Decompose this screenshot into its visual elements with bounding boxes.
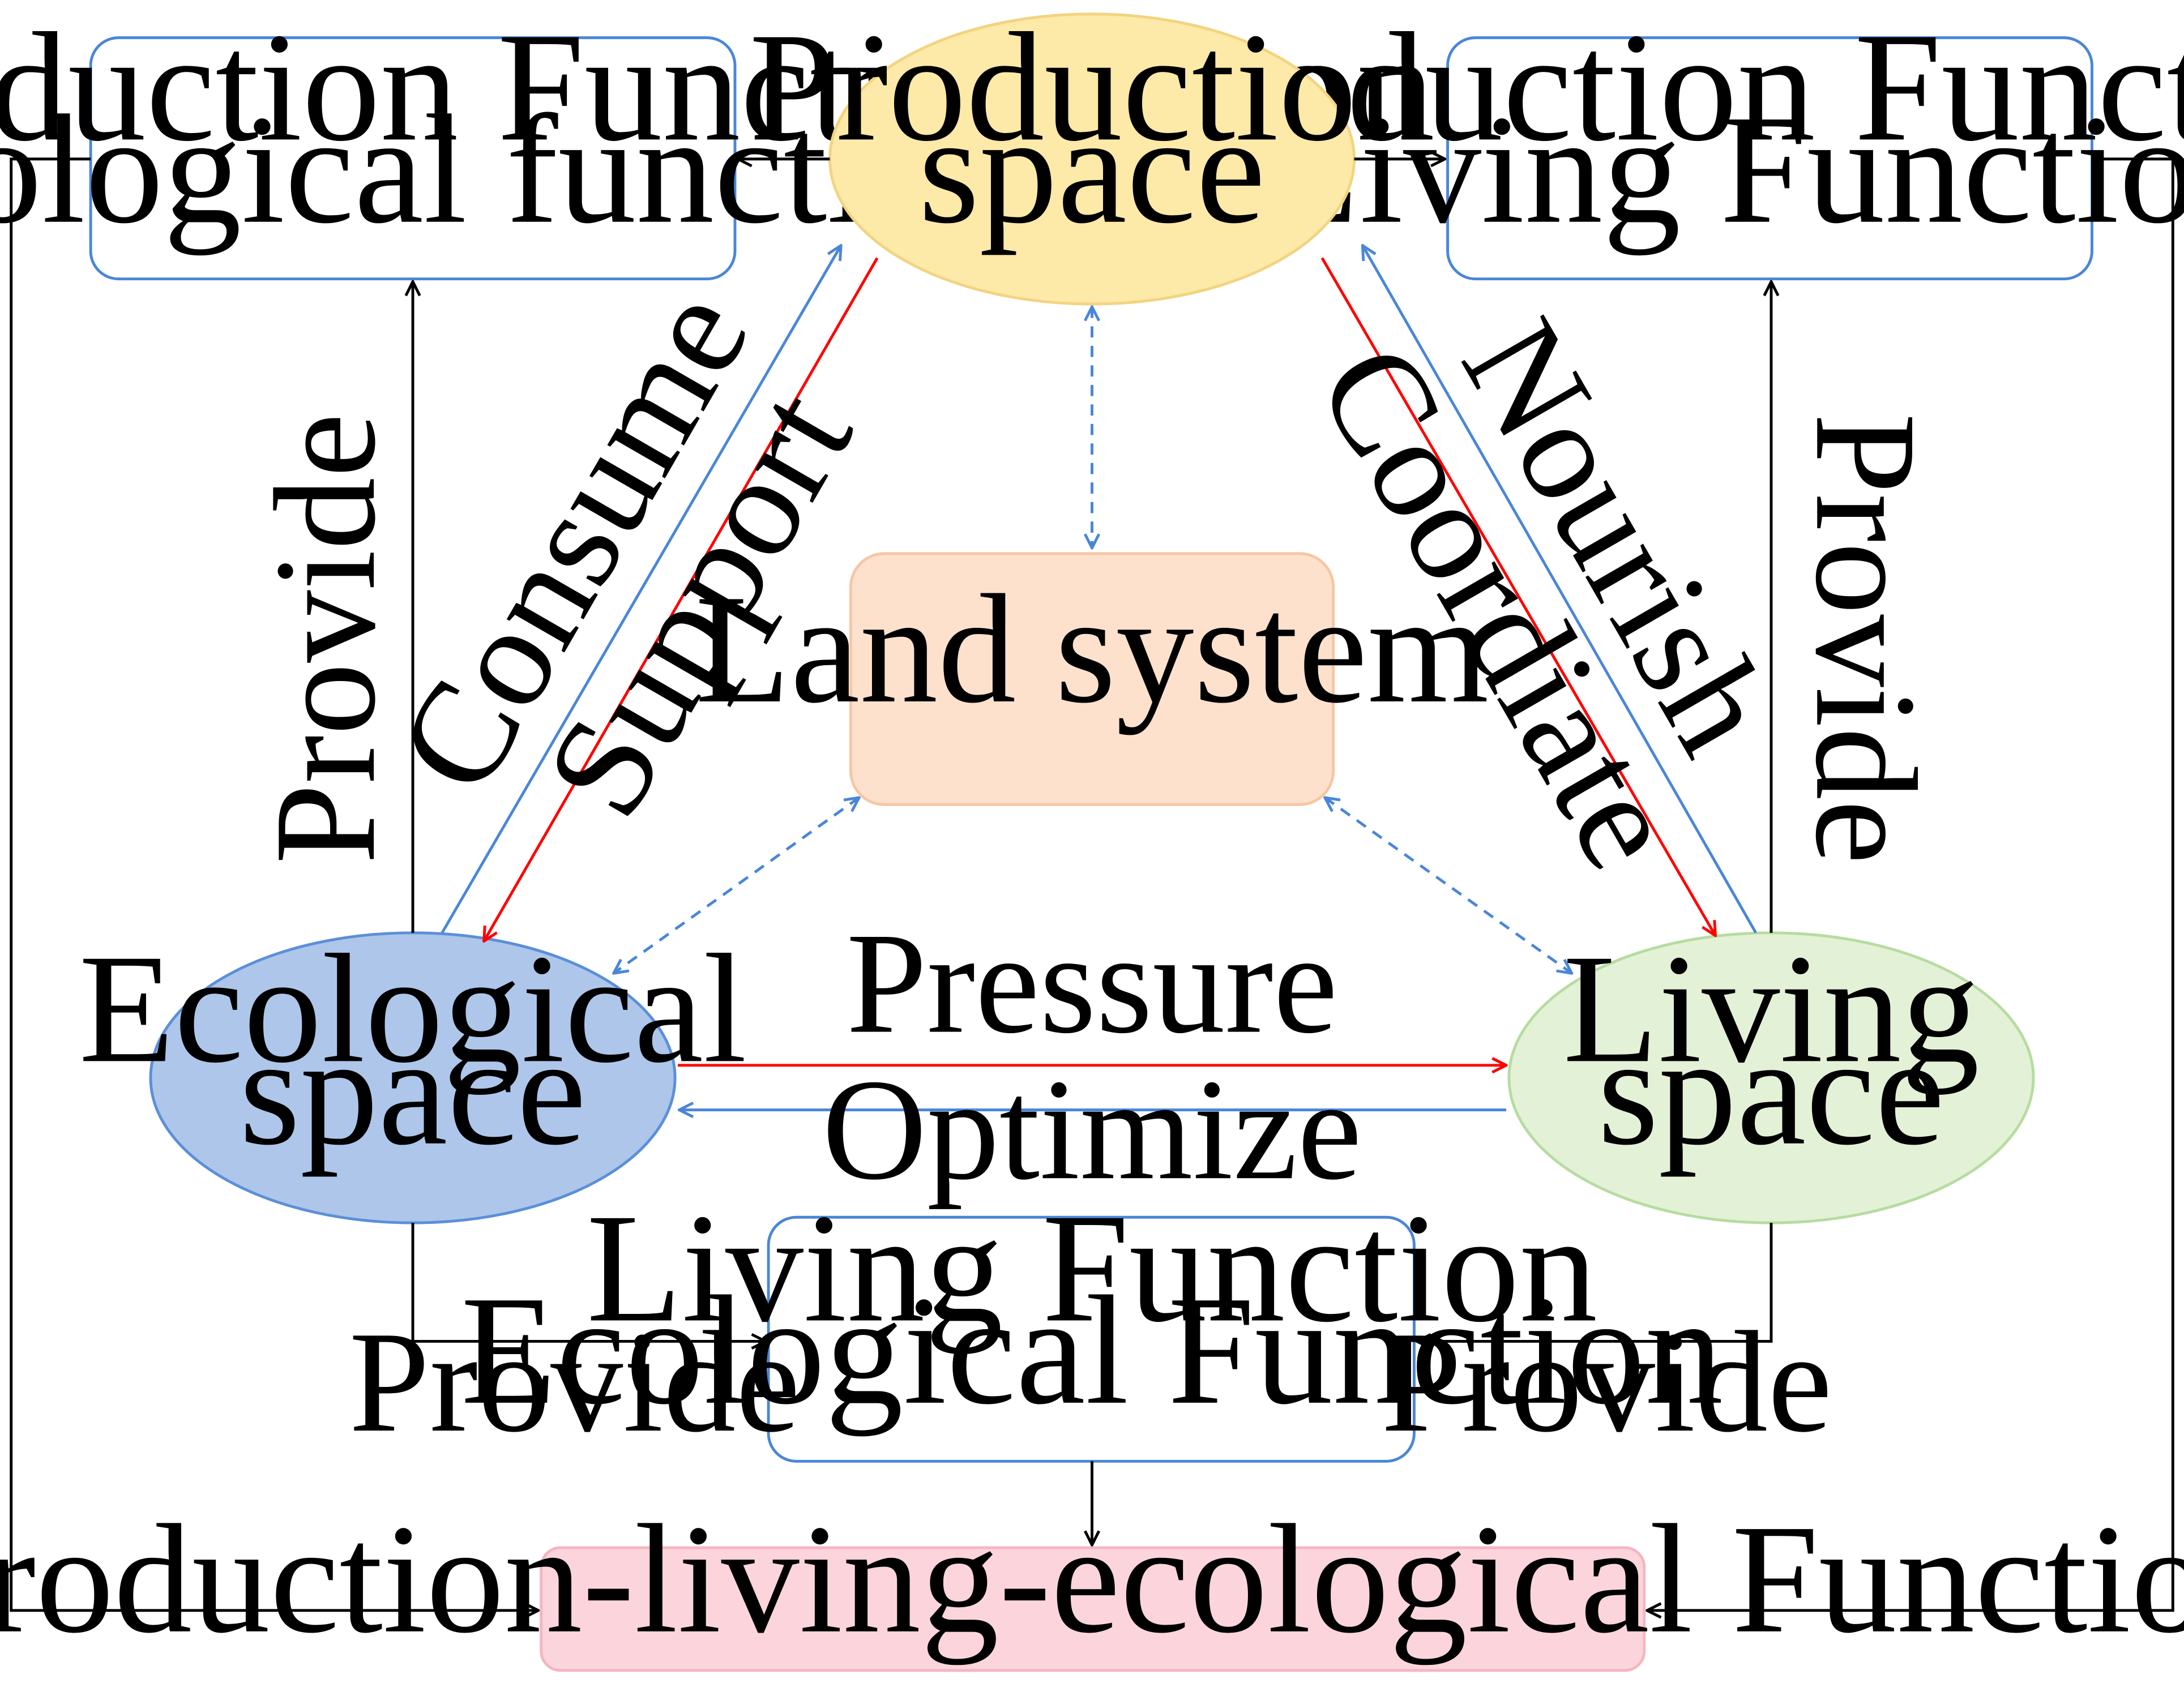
arrow-top-left-to-result — [10, 157, 538, 1611]
node-living-space: Living space — [1507, 922, 2035, 1224]
label-provide-bottom-left: Provide — [349, 1302, 800, 1462]
arrow-support — [484, 257, 879, 941]
arrow-ecological-to-bottom-center — [411, 1223, 766, 1341]
arrow-consume — [441, 246, 841, 934]
node-land-system-label: Land system — [695, 562, 1489, 735]
label-provide-left: Provide — [245, 413, 405, 864]
label-provide-right: Provide — [1785, 413, 1946, 864]
arrow-coordiate — [1320, 257, 1716, 936]
node-land-system: Land system — [695, 552, 1489, 806]
node-ecological-space-line-2: space — [240, 1004, 587, 1177]
label-optimize: Optimize — [822, 1050, 1362, 1210]
blue-arrows — [441, 246, 1758, 1110]
arrow-nourish — [1362, 246, 1758, 934]
arrow-living-to-bottom-center — [1417, 1223, 1773, 1341]
node-ecological-space: Ecological space — [79, 922, 747, 1224]
node-production-space-line-2: space — [918, 83, 1266, 256]
red-arrows — [484, 257, 1716, 1065]
label-provide-bottom-right: Provide — [1381, 1302, 1832, 1462]
box-bottom-center: Living Function Ecological Function — [461, 1181, 1723, 1463]
box-bottom-center-line-2: Ecological Function — [461, 1264, 1723, 1437]
node-living-space-line-2: space — [1598, 1004, 1945, 1177]
box-top-right-line-2: Living Function — [1264, 83, 2184, 256]
dashed-arrows — [614, 307, 1572, 973]
node-living-space-line-1: Living — [1563, 922, 1980, 1095]
label-pressure: Pressure — [847, 903, 1338, 1064]
box-bottom-center-line-1: Living Function — [587, 1181, 1597, 1355]
node-production-space-line-1: Production — [749, 0, 1435, 173]
black-connectors — [10, 157, 2174, 1611]
node-production-space: Production space — [749, 0, 1435, 306]
arrow-top-right-to-result — [1647, 157, 2174, 1611]
